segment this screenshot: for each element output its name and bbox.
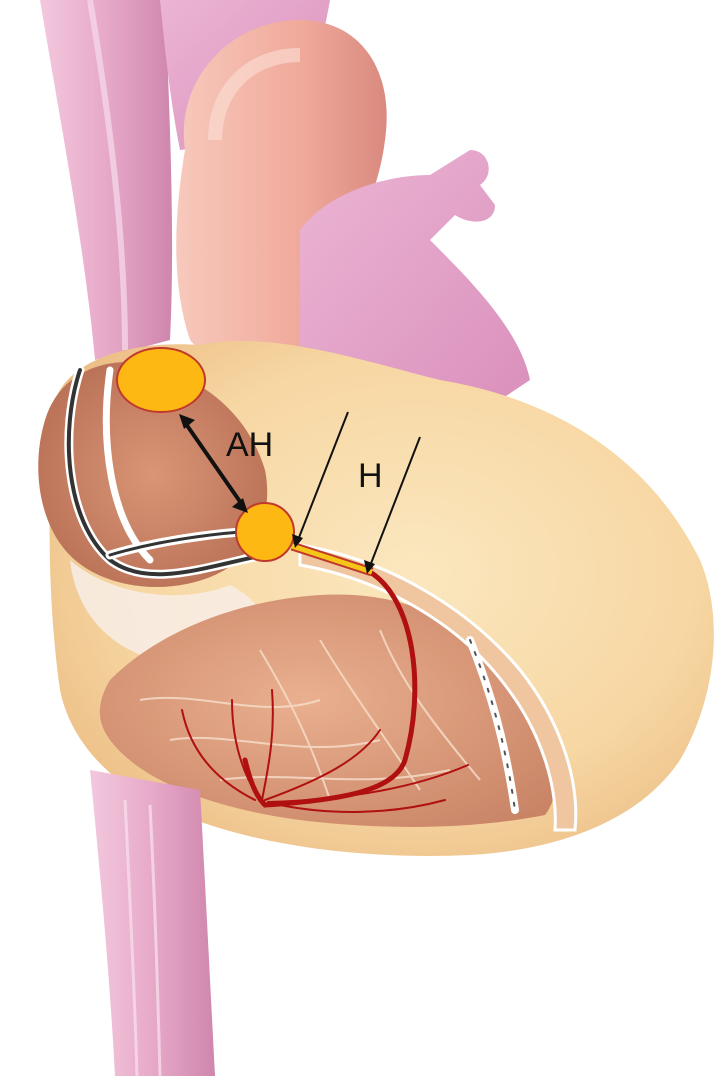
h-label: H [358,457,383,495]
sinoatrial-node [117,348,205,412]
ah-label: AH [226,426,273,464]
superior-vena-cava [40,0,172,360]
inferior-vena-cava [90,770,215,1076]
